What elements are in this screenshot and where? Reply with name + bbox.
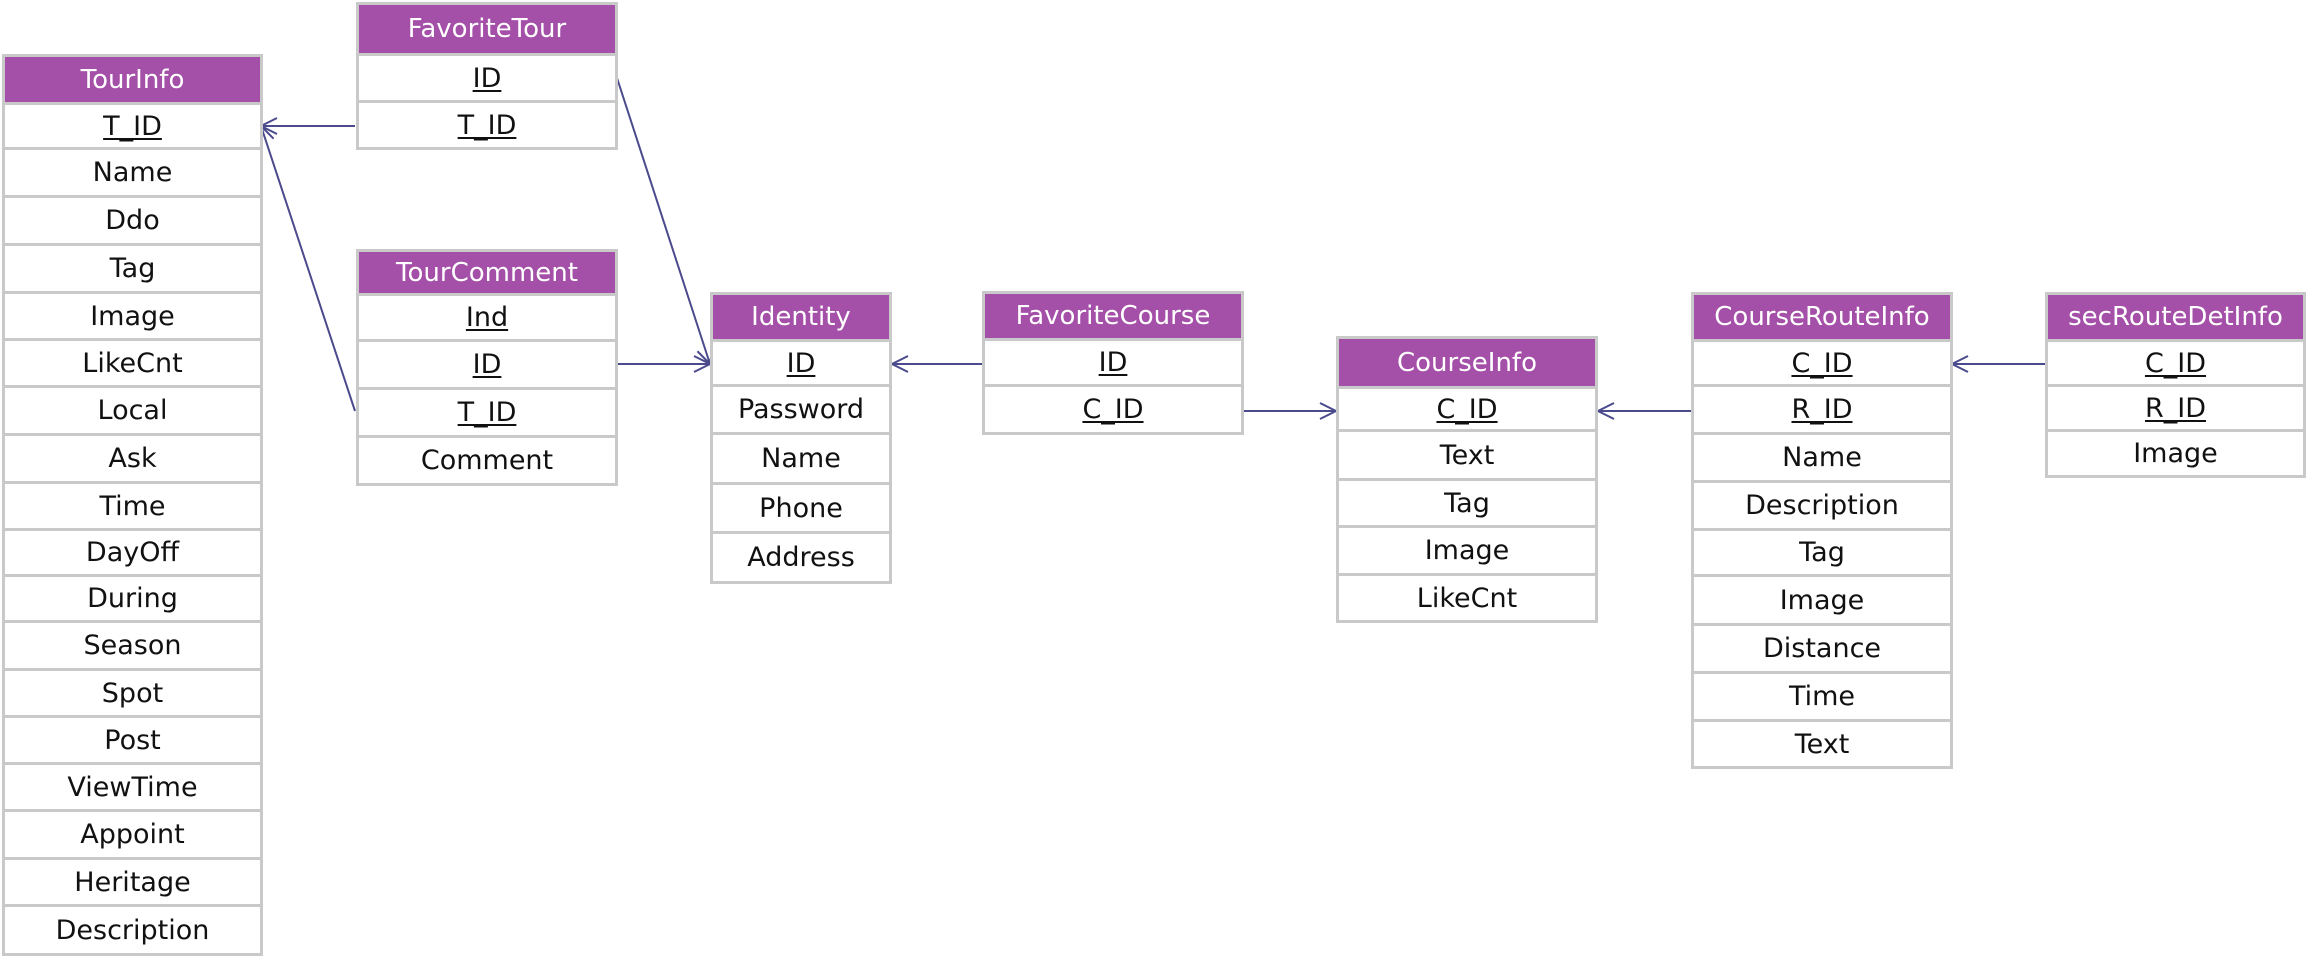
field-tourinfo-dayoff: DayOff [2, 531, 263, 577]
field-courserouteinfo-image: Image [1691, 577, 1953, 626]
field-favoritetour-t-id: T_ID [356, 103, 618, 150]
field-tourinfo-local: Local [2, 388, 263, 436]
field-tourinfo-image: Image [2, 294, 263, 341]
entity-tourcomment-title: TourComment [356, 249, 618, 293]
field-identity-id: ID [710, 339, 892, 387]
entity-identity-title: Identity [710, 292, 892, 339]
field-tourinfo-name: Name [2, 150, 263, 198]
relationship-tourcomment-tourinfo [261, 126, 356, 412]
field-favoritecourse-c-id: C_ID [982, 387, 1244, 435]
field-secroutedetinfo-c-id: C_ID [2045, 339, 2306, 387]
field-courserouteinfo-name: Name [1691, 435, 1953, 483]
relationship-favoritetour-identity [616, 77, 710, 364]
field-tourinfo-during: During [2, 577, 263, 623]
entity-tourcomment: TourComment Ind ID T_ID Comment [356, 249, 618, 486]
field-courserouteinfo-r-id: R_ID [1691, 387, 1953, 435]
field-courserouteinfo-tag: Tag [1691, 531, 1953, 577]
entity-favoritetour-title: FavoriteTour [356, 2, 618, 53]
entity-favoritetour: FavoriteTour ID T_ID [356, 2, 618, 150]
entity-courserouteinfo-title: CourseRouteInfo [1691, 292, 1953, 339]
field-courserouteinfo-distance: Distance [1691, 626, 1953, 674]
field-courserouteinfo-description: Description [1691, 483, 1953, 531]
field-tourinfo-heritage: Heritage [2, 860, 263, 907]
field-tourinfo-t-id: T_ID [2, 102, 263, 150]
field-courseinfo-tag: Tag [1336, 481, 1598, 528]
field-identity-password: Password [710, 387, 892, 435]
field-tourinfo-post: Post [2, 718, 263, 765]
field-identity-address: Address [710, 534, 892, 584]
field-tourcomment-t-id: T_ID [356, 390, 618, 438]
field-tourinfo-season: Season [2, 623, 263, 671]
field-tourinfo-ddo: Ddo [2, 198, 263, 246]
entity-identity: Identity ID Password Name Phone Address [710, 292, 892, 584]
entity-favoritecourse-title: FavoriteCourse [982, 291, 1244, 338]
field-tourinfo-description: Description [2, 907, 263, 956]
entity-tourinfo-title: TourInfo [2, 54, 263, 102]
field-courseinfo-likecnt: LikeCnt [1336, 576, 1598, 623]
entity-secroutedetinfo-title: secRouteDetInfo [2045, 292, 2306, 339]
field-courseinfo-text: Text [1336, 432, 1598, 481]
field-tourinfo-viewtime: ViewTime [2, 765, 263, 812]
field-secroutedetinfo-r-id: R_ID [2045, 387, 2306, 432]
field-tourcomment-comment: Comment [356, 438, 618, 486]
field-tourinfo-tag: Tag [2, 246, 263, 294]
field-courserouteinfo-text: Text [1691, 722, 1953, 769]
field-tourcomment-id: ID [356, 342, 618, 390]
field-tourinfo-spot: Spot [2, 671, 263, 718]
field-favoritetour-id: ID [356, 53, 618, 103]
entity-courseinfo: CourseInfo C_ID Text Tag Image LikeCnt [1336, 336, 1598, 623]
field-favoritecourse-id: ID [982, 338, 1244, 387]
entity-courserouteinfo: CourseRouteInfo C_ID R_ID Name Descripti… [1691, 292, 1953, 769]
field-tourinfo-ask: Ask [2, 436, 263, 484]
field-tourinfo-appoint: Appoint [2, 812, 263, 860]
entity-favoritecourse: FavoriteCourse ID C_ID [982, 291, 1244, 435]
entity-tourinfo: TourInfo T_ID Name Ddo Tag Image LikeCnt… [2, 54, 263, 956]
field-identity-name: Name [710, 435, 892, 485]
field-secroutedetinfo-image: Image [2045, 432, 2306, 478]
field-courserouteinfo-time: Time [1691, 674, 1953, 722]
field-identity-phone: Phone [710, 485, 892, 534]
entity-secroutedetinfo: secRouteDetInfo C_ID R_ID Image [2045, 292, 2306, 478]
field-tourinfo-time: Time [2, 484, 263, 531]
field-tourinfo-likecnt: LikeCnt [2, 341, 263, 388]
field-courseinfo-image: Image [1336, 528, 1598, 576]
entity-courseinfo-title: CourseInfo [1336, 336, 1598, 386]
field-courseinfo-c-id: C_ID [1336, 386, 1598, 432]
field-courserouteinfo-c-id: C_ID [1691, 339, 1953, 387]
field-tourcomment-ind: Ind [356, 293, 618, 342]
